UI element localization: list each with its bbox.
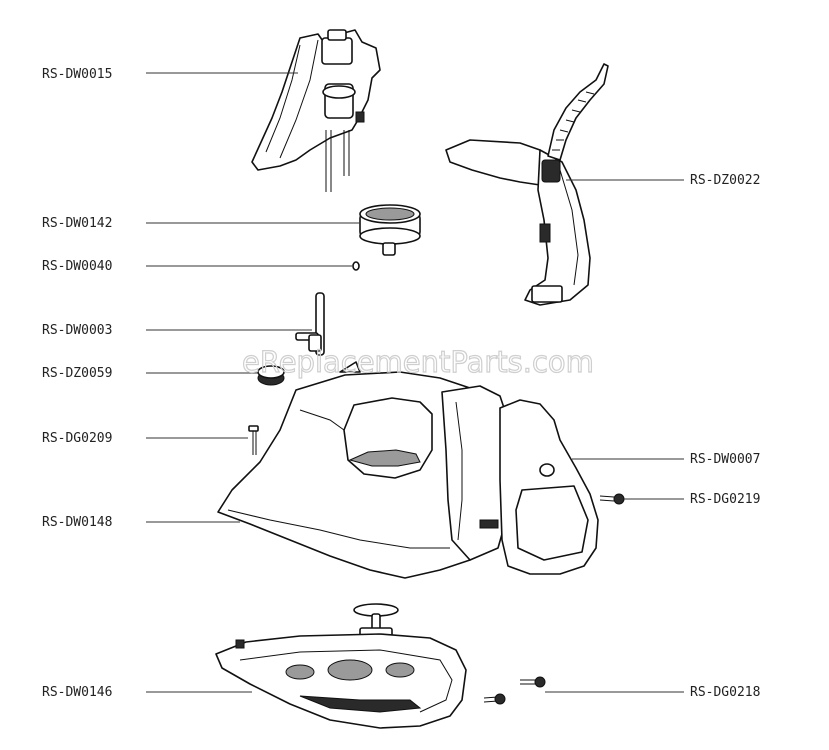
callout-rs-dg0209: RS-DG0209 xyxy=(42,431,112,446)
part-iron-body[interactable] xyxy=(217,361,511,579)
callout-rs-dw0015: RS-DW0015 xyxy=(42,67,112,82)
part-soleplate[interactable] xyxy=(215,633,467,729)
part-valve-disc[interactable] xyxy=(353,603,399,639)
callout-rs-dw0040: RS-DW0040 xyxy=(42,259,112,274)
callout-rs-dz0022: RS-DZ0022 xyxy=(690,173,760,188)
callout-rs-dg0218: RS-DG0218 xyxy=(690,685,760,700)
part-spray-tube[interactable] xyxy=(295,292,325,356)
callout-rs-dw0003: RS-DW0003 xyxy=(42,323,112,338)
callout-rs-dz0059: RS-DZ0059 xyxy=(42,366,112,381)
callout-rs-dw0148: RS-DW0148 xyxy=(42,515,112,530)
part-dial-knob[interactable] xyxy=(359,204,421,256)
part-rear-cover[interactable] xyxy=(499,399,599,575)
leader-lines xyxy=(146,72,684,693)
part-pump-assembly[interactable] xyxy=(251,29,381,192)
part-small-ring[interactable] xyxy=(352,261,360,271)
callout-rs-dw0007: RS-DW0007 xyxy=(690,452,760,467)
part-screws-dg0218[interactable] xyxy=(483,676,546,705)
callout-rs-dw0146: RS-DW0146 xyxy=(42,685,112,700)
callout-rs-dg0219: RS-DG0219 xyxy=(690,492,760,507)
part-screw-dg0219[interactable] xyxy=(599,493,625,505)
part-grommet[interactable] xyxy=(257,365,285,386)
part-screw-dg0209[interactable] xyxy=(248,425,259,455)
part-cord-guard-assembly[interactable] xyxy=(445,63,609,306)
callout-rs-dw0142: RS-DW0142 xyxy=(42,216,112,231)
watermark: eReplacementParts.com xyxy=(242,345,594,379)
